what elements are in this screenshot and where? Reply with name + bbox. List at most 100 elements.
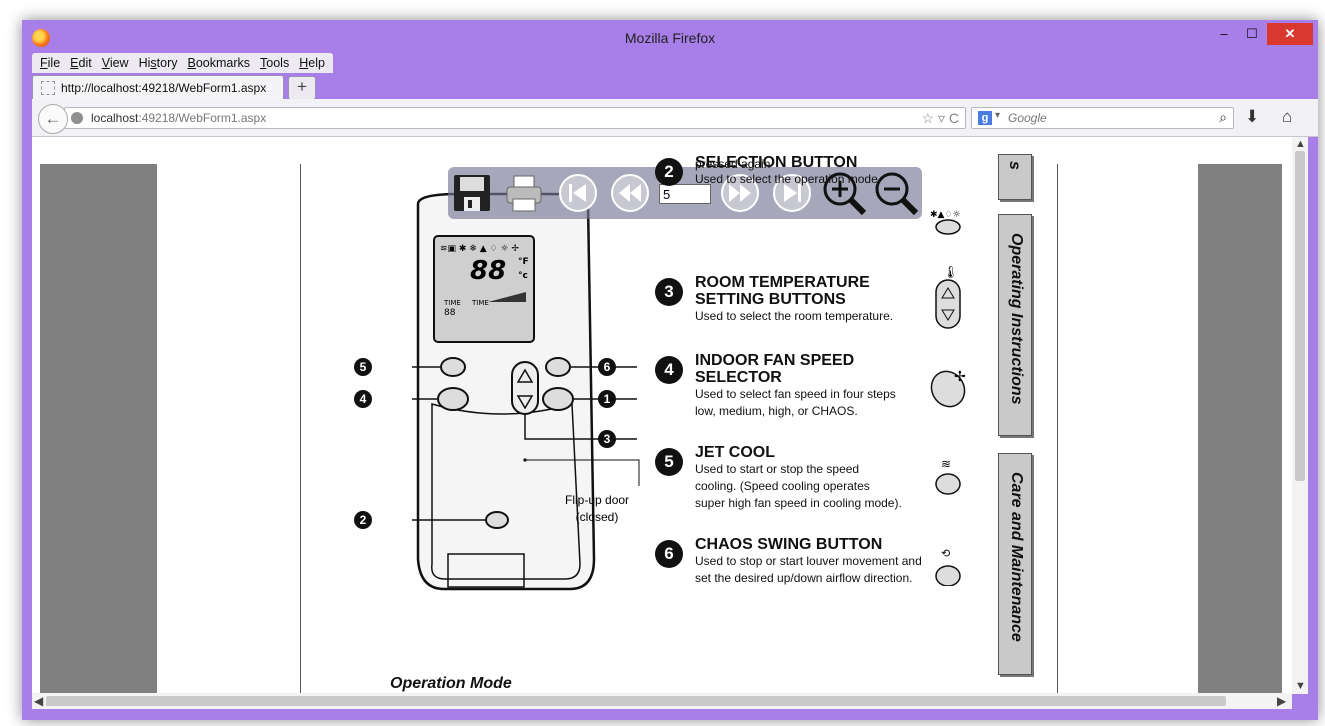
pdf-toolbar — [448, 167, 922, 219]
lcd-unit-c: °c — [518, 271, 528, 281]
page-favicon-icon — [41, 80, 55, 95]
lcd-temperature: 88 — [470, 256, 506, 286]
maximize-button[interactable]: ☐ — [1246, 26, 1258, 41]
lcd-fan-bars — [488, 292, 526, 302]
button-icons-column: ✱▲♢☼ 🌡 ✢ ≋ ⟲ — [930, 210, 966, 586]
pdf-viewer: ≋▣ ✱ ❄ ▲ ♢ ☼ ✢ 88 °F °c TIME TIME 88 — [40, 154, 1282, 693]
print-icon[interactable] — [504, 173, 544, 213]
thermometer-icon: 🌡 — [943, 265, 958, 279]
back-button[interactable]: ← — [38, 104, 68, 134]
navigation-toolbar: localhost:49218/WebForm1.aspx ☆ ▿ C ← g … — [32, 99, 1318, 137]
menu-bar: File Edit View History Bookmarks Tools Help — [32, 53, 333, 73]
item-description: Used to stop or start louver movement an… — [695, 554, 922, 568]
zoom-out-icon[interactable] — [872, 169, 920, 217]
first-page-icon[interactable] — [558, 173, 598, 213]
vertical-scrollbar[interactable]: ▲ ▼ — [1292, 137, 1308, 694]
chaos-swing-icon: ⟲ — [941, 547, 950, 560]
minimize-button[interactable]: – — [1220, 26, 1228, 41]
side-tab-partial-label: s — [1006, 161, 1023, 170]
tab-webform1[interactable]: http://localhost:49218/WebForm1.aspx — [32, 75, 284, 99]
horizontal-scrollbar[interactable]: ◀ ▶ — [32, 693, 1292, 709]
item-title: JET COOL — [695, 444, 776, 461]
item-description: set the desired up/down airflow directio… — [695, 571, 913, 585]
menu-item-3[interactable]: History — [138, 56, 178, 70]
fan-icon: ✢ — [954, 369, 966, 385]
page-content: ≋▣ ✱ ❄ ▲ ♢ ☼ ✢ 88 °F °c TIME TIME 88 — [32, 137, 1306, 693]
title-bar: Mozilla Firefox – ☐ ✕ — [22, 20, 1318, 54]
item-number-2: 2 — [655, 158, 683, 186]
site-identity-icon[interactable] — [71, 112, 83, 124]
save-icon[interactable] — [452, 173, 492, 213]
jet-cool-button[interactable] — [440, 357, 466, 377]
search-engine-dropdown-icon[interactable]: ▾ — [995, 110, 1001, 121]
battery-cover — [447, 553, 525, 588]
menu-item-1[interactable]: Edit — [70, 56, 92, 70]
url-bar-icons[interactable]: ☆ ▿ C — [921, 110, 959, 126]
menu-item-4[interactable]: Bookmarks — [187, 56, 251, 70]
item-title: CHAOS SWING BUTTON — [695, 536, 883, 553]
previous-page-icon[interactable] — [610, 173, 650, 213]
item-title: INDOOR FAN SPEED SELECTOR — [695, 352, 855, 386]
menu-item-5[interactable]: Tools — [260, 56, 290, 70]
callout-4: 4 — [354, 390, 372, 408]
next-page-icon[interactable] — [720, 173, 760, 213]
url-host: localhost — [91, 111, 139, 125]
page-margin-line — [300, 164, 301, 693]
tab-strip: http://localhost:49218/WebForm1.aspx + — [32, 75, 316, 100]
item-number-4: 4 — [655, 356, 683, 384]
side-tab-operating: Operating Instructions — [998, 214, 1032, 436]
flip-door-label: Flip-up door (closed) — [565, 493, 630, 524]
jet-cool-button-icon — [935, 473, 961, 495]
last-page-icon[interactable] — [772, 173, 812, 213]
lcd-time-on: TIME — [443, 299, 461, 307]
side-tab-operating-label: Operating Instructions — [1008, 233, 1025, 405]
zoom-in-icon[interactable] — [820, 169, 868, 217]
search-input[interactable]: Google — [1008, 111, 1047, 125]
mode-selection-button[interactable] — [485, 511, 509, 529]
fan-speed-button[interactable] — [437, 387, 469, 411]
lcd-time-off: TIME — [471, 299, 489, 307]
power-button[interactable] — [542, 387, 574, 411]
mode-icons: ✱▲♢☼ — [930, 210, 961, 220]
callout-6: 6 — [598, 358, 616, 376]
download-icon[interactable]: ⬇ — [1245, 107, 1260, 126]
page-gutter-left — [40, 164, 157, 693]
menu-item-6[interactable]: Help — [299, 56, 325, 70]
item-number-5: 5 — [655, 448, 683, 476]
flip-door-dot — [523, 458, 527, 462]
item-description: low, medium, high, or CHAOS. — [695, 404, 858, 418]
close-button[interactable]: ✕ — [1267, 23, 1313, 45]
scroll-right-icon[interactable]: ▶ — [1277, 694, 1287, 708]
menu-item-2[interactable]: View — [101, 56, 129, 70]
scroll-down-icon[interactable]: ▼ — [1295, 680, 1306, 692]
search-bar[interactable]: g ▾ Google ⌕ — [971, 107, 1234, 129]
temp-up-icon — [941, 287, 955, 299]
new-tab-button[interactable]: + — [288, 76, 316, 100]
item-description: Used to start or stop the speed — [695, 462, 860, 476]
item-number-6: 6 — [655, 540, 683, 568]
google-engine-icon[interactable]: g — [978, 111, 992, 125]
temp-down-icon — [941, 309, 955, 321]
home-icon[interactable]: ⌂ — [1282, 107, 1293, 126]
item-number-3: 3 — [655, 278, 683, 306]
search-icon[interactable]: ⌕ — [1219, 109, 1227, 125]
scroll-up-icon[interactable]: ▲ — [1295, 138, 1306, 150]
fan-speed-icon — [930, 370, 966, 408]
remote-control-illustration: ≋▣ ✱ ❄ ▲ ♢ ☼ ✢ 88 °F °c TIME TIME 88 — [412, 192, 640, 591]
callout-5: 5 — [354, 358, 372, 376]
horizontal-scroll-thumb[interactable] — [46, 696, 1226, 706]
firefox-logo-icon — [32, 29, 50, 47]
side-tab-partial: s — [998, 154, 1032, 200]
browser-window: Mozilla Firefox – ☐ ✕ File Edit View Histor… — [22, 20, 1318, 720]
scroll-left-icon[interactable]: ◀ — [34, 694, 44, 708]
side-tab-care-label: Care and Maintenance — [1008, 472, 1025, 642]
chaos-swing-button[interactable] — [545, 357, 571, 377]
side-tab-care: Care and Maintenance — [998, 453, 1032, 675]
vertical-scroll-thumb[interactable] — [1295, 151, 1305, 481]
tab-title: http://localhost:49218/WebForm1.aspx — [61, 80, 267, 95]
menu-item-0[interactable]: File — [40, 56, 61, 70]
page-number-input[interactable] — [659, 184, 711, 204]
callout-2: 2 — [354, 511, 372, 529]
url-bar[interactable]: localhost:49218/WebForm1.aspx ☆ ▿ C — [64, 107, 966, 129]
url-text[interactable]: localhost:49218/WebForm1.aspx — [91, 108, 266, 128]
